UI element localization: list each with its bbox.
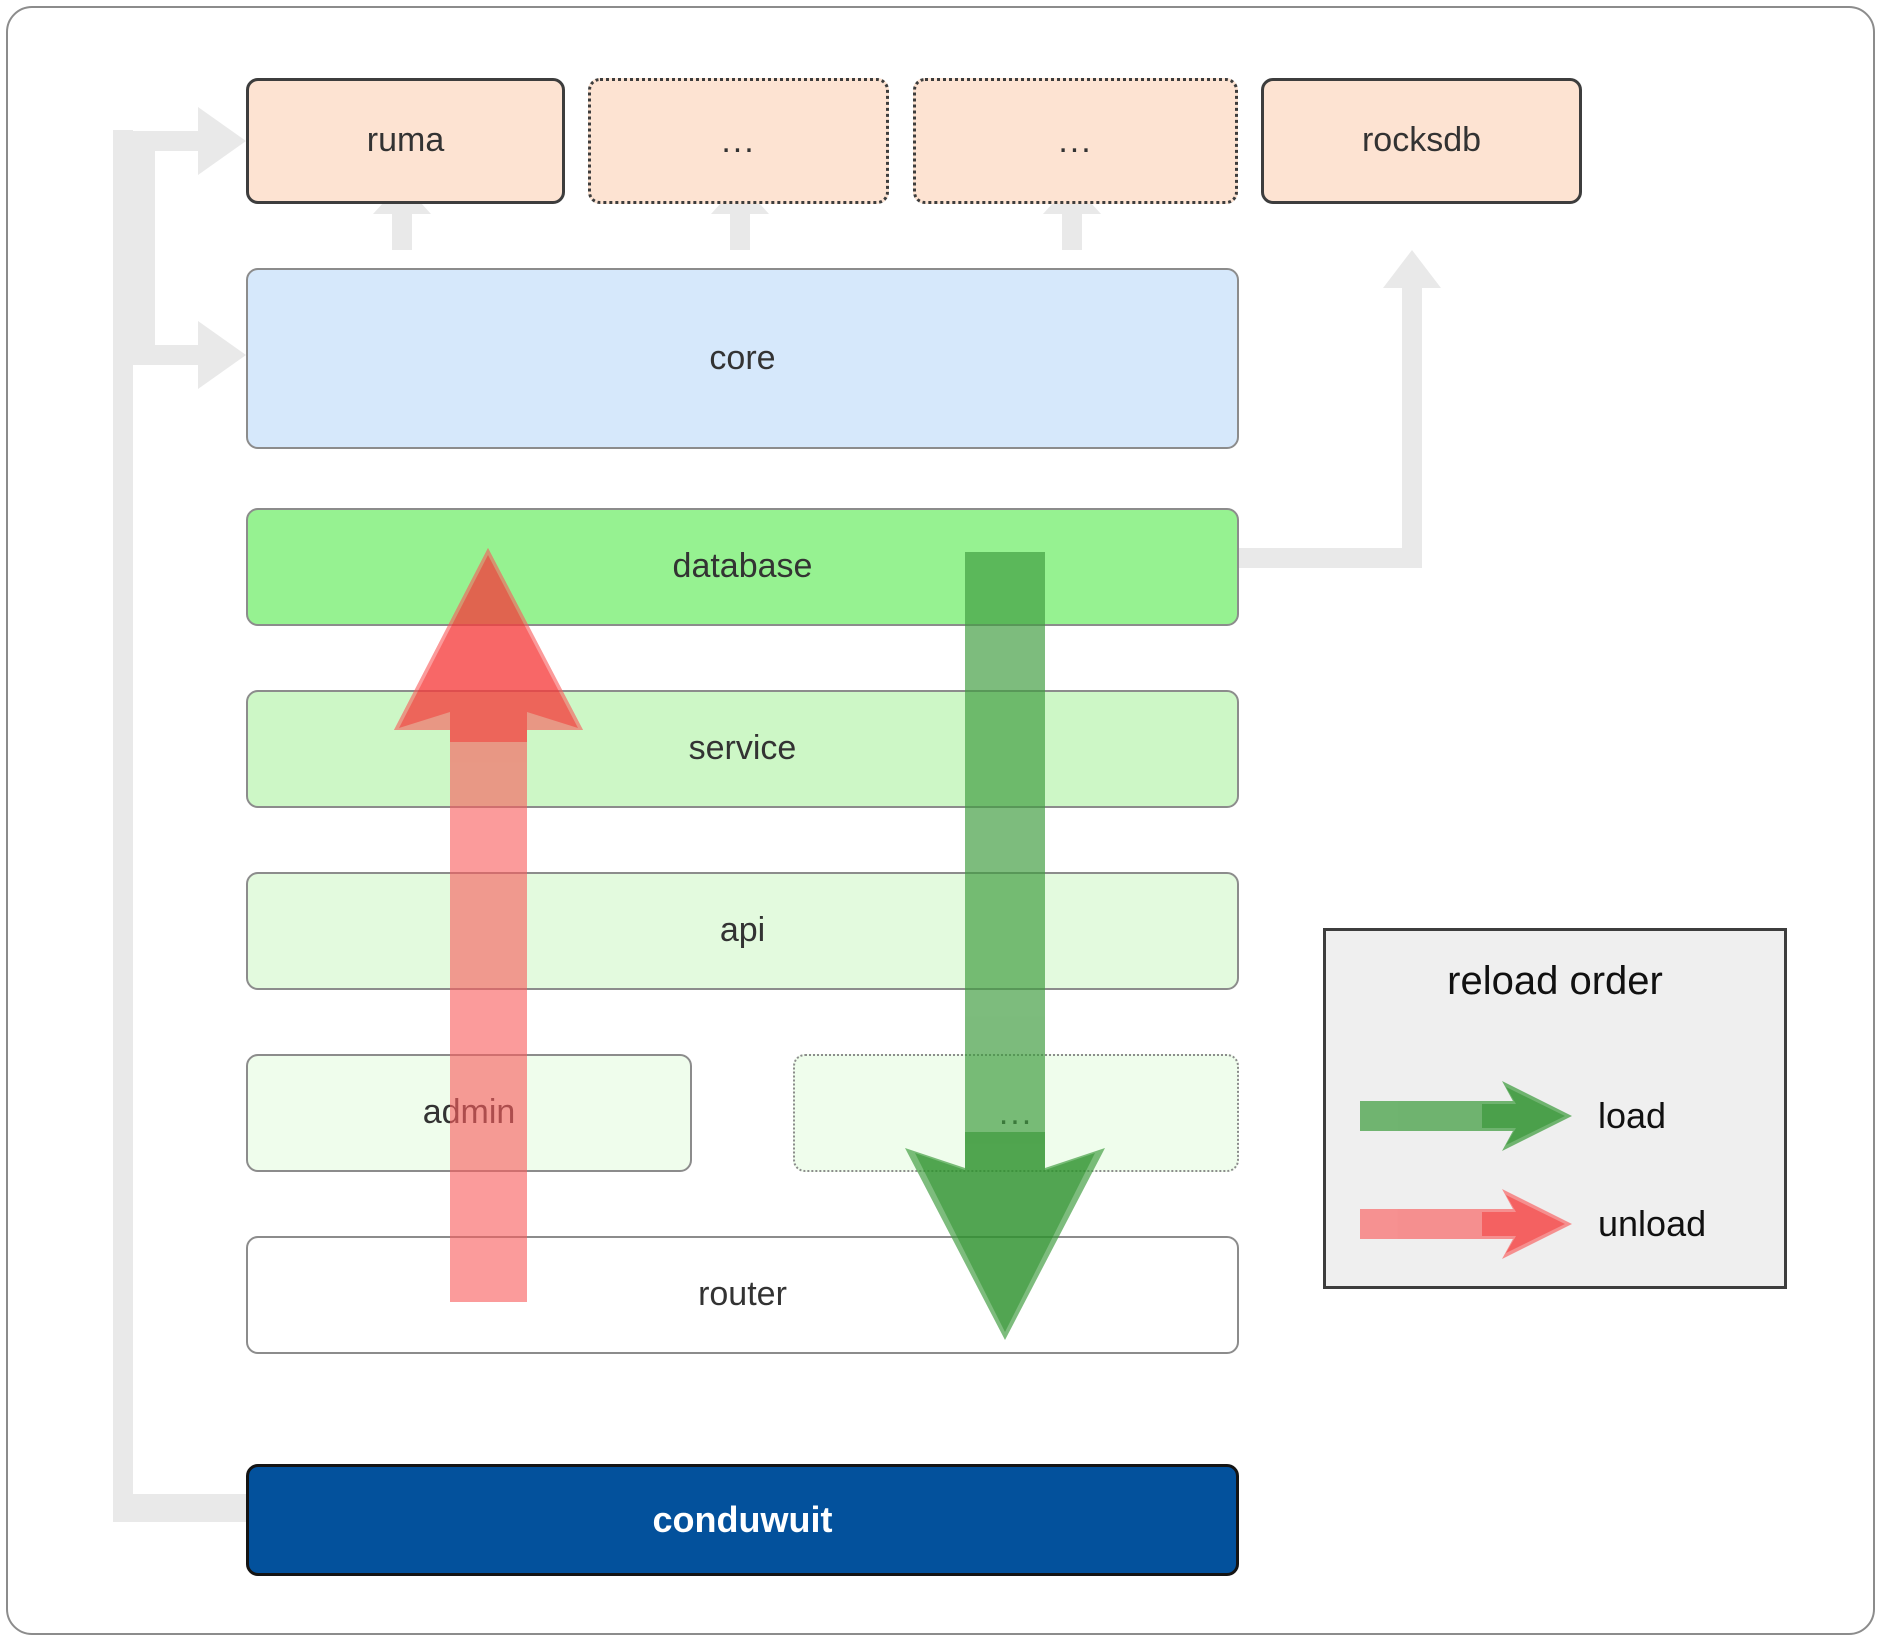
layer-box-api[interactable]: api xyxy=(246,872,1239,990)
root-label: conduwuit xyxy=(652,1499,833,1541)
diagram-frame xyxy=(6,6,1875,1635)
root-box-conduwuit[interactable]: conduwuit xyxy=(246,1464,1239,1576)
external-box-placeholder-1[interactable]: ... xyxy=(588,78,889,204)
external-label: ... xyxy=(1058,121,1093,160)
legend-title: reload order xyxy=(1447,959,1663,1003)
legend-item-unload: unload xyxy=(1360,1179,1760,1269)
legend-label: load xyxy=(1598,1095,1667,1136)
layer-box-database[interactable]: database xyxy=(246,508,1239,626)
legend-item-load: load xyxy=(1360,1071,1760,1161)
layer-box-core[interactable]: core xyxy=(246,268,1239,449)
external-box-ruma[interactable]: ruma xyxy=(246,78,565,204)
layer-label: service xyxy=(688,729,797,768)
layer-label: router xyxy=(698,1275,787,1314)
load-arrow-icon xyxy=(1360,1081,1572,1151)
layer-label: database xyxy=(672,547,813,586)
legend-label: unload xyxy=(1598,1203,1707,1244)
layer-box-admin[interactable]: admin xyxy=(246,1054,692,1172)
legend-panel: reload order load xyxy=(1323,928,1787,1289)
external-box-rocksdb[interactable]: rocksdb xyxy=(1261,78,1582,204)
layer-label: ... xyxy=(998,1093,1034,1132)
layer-label: api xyxy=(719,911,766,950)
unload-arrow-icon xyxy=(1360,1189,1572,1259)
layer-label: core xyxy=(709,338,776,377)
layer-box-router[interactable]: router xyxy=(246,1236,1239,1354)
external-label: ruma xyxy=(366,121,445,160)
layer-label: admin xyxy=(422,1093,516,1132)
external-box-placeholder-2[interactable]: ... xyxy=(913,78,1238,204)
layer-box-placeholder[interactable]: ... xyxy=(793,1054,1239,1172)
layer-box-service[interactable]: service xyxy=(246,690,1239,808)
external-label: rocksdb xyxy=(1361,121,1482,160)
external-label: ... xyxy=(721,121,756,160)
